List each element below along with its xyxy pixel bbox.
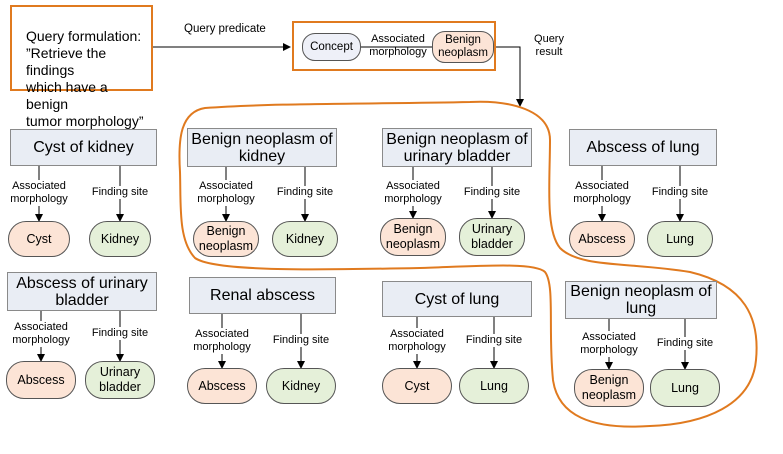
morphology-relation-label: Associated morphology [383,328,451,354]
morphology-relation-label: Associated morphology [379,180,447,206]
finding-title: Benign neoplasm of lung [565,281,717,319]
finding-site-node: Lung [650,369,720,407]
result-region-outline [178,100,758,428]
finding-title: Renal abscess [189,277,336,314]
finding-site-relation-label: Finding site [86,186,154,199]
morphology-relation-label: Associated morphology [188,328,256,354]
finding-site-node: Kidney [266,368,336,404]
morphology-relation-label: Associated morphology [575,331,643,357]
predicate-value-node: Benign neoplasm [432,31,494,63]
finding-site-node: Urinary bladder [85,361,155,399]
morphology-node: Abscess [6,361,76,399]
query-result-label: Query result [534,33,564,58]
finding-site-relation-label: Finding site [460,334,528,347]
finding-site-relation-label: Finding site [458,186,526,199]
finding-site-relation-label: Finding site [271,186,339,199]
morphology-relation-label: Associated morphology [5,180,73,206]
finding-site-node: Kidney [272,221,338,257]
morphology-node: Benign neoplasm [193,221,259,257]
morphology-node: Benign neoplasm [380,218,446,256]
morphology-node: Abscess [569,221,635,257]
query-formulation-box: Query formulation: ”Retrieve the finding… [10,5,153,129]
finding-site-node: Lung [647,221,713,257]
morphology-relation-label: Associated morphology [192,180,260,206]
query-predicate-box [292,21,496,71]
finding-title: Benign neoplasm of kidney [187,128,337,167]
predicate-relation-label: Associated morphology [369,33,427,58]
query-result-arrow [496,46,524,107]
finding-site-node: Kidney [89,221,151,257]
finding-site-relation-label: Finding site [646,186,714,199]
morphology-node: Cyst [8,221,70,257]
finding-site-node: Lung [459,368,529,404]
query-formulation-text: Query formulation: ”Retrieve the finding… [26,28,144,129]
finding-title: Cyst of lung [382,281,532,317]
finding-site-relation-label: Finding site [267,334,335,347]
morphology-node: Cyst [382,368,452,404]
finding-title: Cyst of kidney [10,129,157,166]
morphology-relation-label: Associated morphology [568,180,636,206]
morphology-node: Benign neoplasm [574,369,644,407]
predicate-concept-node: Concept [302,33,361,61]
morphology-node: Abscess [187,368,257,404]
query-predicate-label: Query predicate [184,23,266,35]
finding-title: Benign neoplasm of urinary bladder [382,128,532,167]
finding-site-node: Urinary bladder [459,218,525,256]
morphology-relation-label: Associated morphology [7,321,75,347]
finding-title: Abscess of urinary bladder [7,272,157,311]
finding-site-relation-label: Finding site [86,327,154,340]
finding-site-relation-label: Finding site [651,337,719,350]
finding-title: Abscess of lung [569,129,717,166]
